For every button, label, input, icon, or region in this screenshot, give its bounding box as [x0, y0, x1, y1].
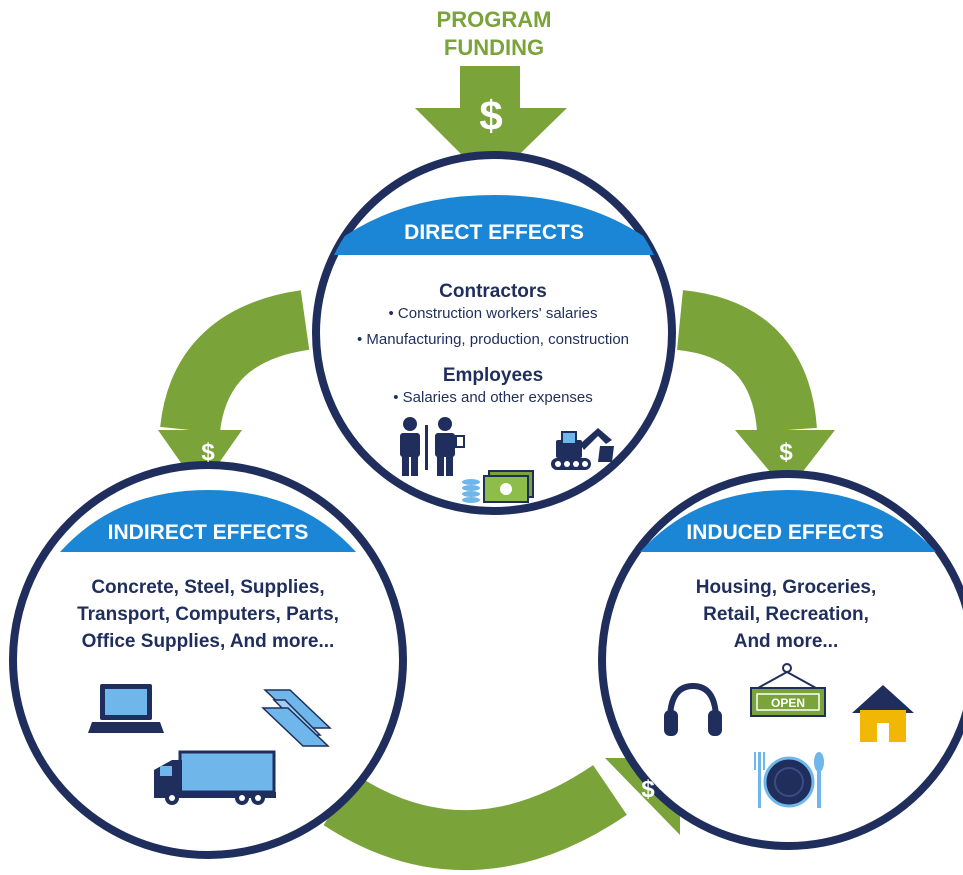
induced-line-1: Housing, Groceries, [696, 577, 877, 598]
money-icon [462, 470, 534, 503]
workers-icon [400, 417, 465, 476]
indirect-effects-title: INDIRECT EFFECTS [108, 521, 309, 544]
contractors-bullet-1: • Construction workers' salaries [388, 305, 597, 322]
contractors-bullet-2: • Manufacturing, production, constructio… [357, 331, 629, 348]
arrow-direct-to-indirect [160, 290, 310, 435]
arrow-direct-to-induced [676, 290, 817, 433]
funding-dollar-icon: $ [479, 92, 502, 139]
indirect-effects-banner [60, 490, 356, 552]
house-icon [852, 685, 914, 742]
direct-effects-banner [320, 195, 668, 255]
bottom-arrow-dollar-icon: $ [641, 776, 655, 803]
steel-beam-icon [261, 689, 332, 747]
excavator-icon [551, 428, 614, 470]
truck-icon [154, 750, 276, 805]
arrow-indirect-to-induced [323, 764, 627, 870]
employees-heading: Employees [443, 365, 543, 386]
induced-effects-circle [598, 470, 963, 850]
dining-icon [754, 752, 824, 808]
arrow-head-left [158, 430, 242, 490]
employees-bullet: • Salaries and other expenses [393, 389, 593, 406]
right-arrow-dollar-icon: $ [779, 439, 793, 466]
program-funding-label-line1: PROGRAM [437, 7, 552, 32]
indirect-effects-circle [9, 461, 407, 859]
contractors-heading: Contractors [439, 281, 547, 302]
induced-effects-banner [640, 490, 936, 552]
open-sign-icon: OPEN [750, 663, 826, 717]
direct-effects-title: DIRECT EFFECTS [404, 221, 584, 244]
induced-effects-title: INDUCED EFFECTS [686, 521, 883, 544]
laptop-icon [88, 684, 164, 733]
indirect-line-3: Office Supplies, And more... [82, 631, 335, 652]
induced-line-2: Retail, Recreation, [703, 604, 869, 625]
induced-line-3: And more... [734, 631, 839, 652]
indirect-line-1: Concrete, Steel, Supplies, [91, 577, 324, 598]
open-sign-text: OPEN [771, 696, 805, 710]
indirect-line-2: Transport, Computers, Parts, [77, 604, 339, 625]
headphones-icon [664, 682, 722, 736]
left-arrow-dollar-icon: $ [201, 439, 215, 466]
program-funding-label-line2: FUNDING [444, 35, 544, 60]
arrow-head-right [735, 430, 835, 492]
funding-arrow [415, 66, 567, 183]
